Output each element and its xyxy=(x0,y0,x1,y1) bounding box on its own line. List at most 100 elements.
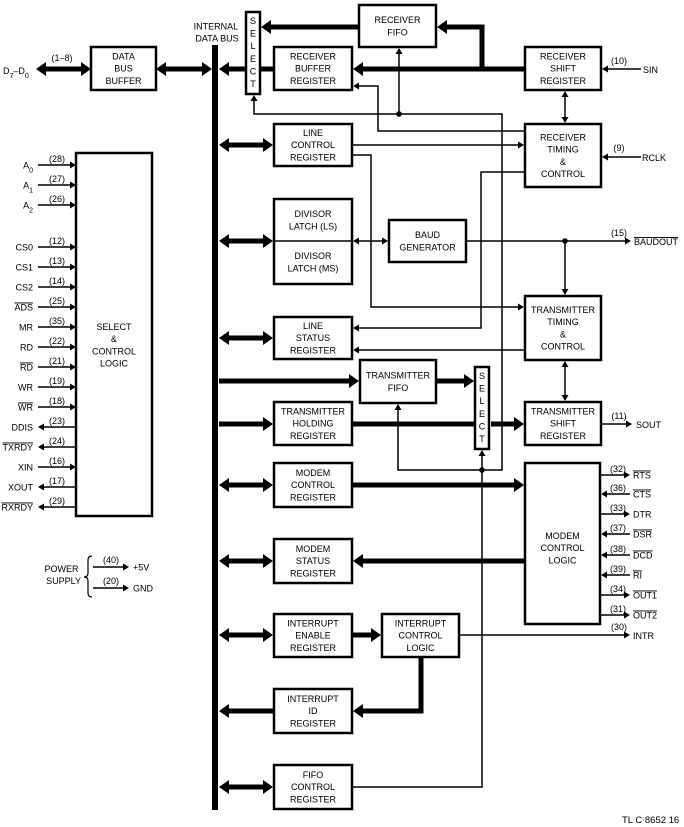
signal-name: A xyxy=(23,201,29,211)
label-line: BAUD xyxy=(415,230,441,240)
arrowhead-icon xyxy=(624,471,630,479)
arrowhead-icon xyxy=(70,403,76,411)
arrowhead-icon xyxy=(353,82,359,90)
left-pin-name: ADS xyxy=(14,303,33,313)
arrowhead-icon xyxy=(263,417,273,431)
rtc-to-lsr-line-line xyxy=(358,171,525,329)
arrowhead-icon xyxy=(518,141,524,149)
left-pin-name: XIN xyxy=(18,463,33,473)
transmitter-select-mux-letter: L xyxy=(479,396,484,406)
receiver-timing-control-block xyxy=(523,122,603,189)
arrowhead-icon xyxy=(219,628,229,642)
modem-pin-number: (39) xyxy=(610,564,626,574)
receiver-buffer-register-block xyxy=(272,45,354,92)
arrowhead-icon xyxy=(261,20,271,34)
signal-name: XOUT xyxy=(8,483,34,493)
arrowhead-icon xyxy=(70,201,76,209)
sout-pin-number: (11) xyxy=(611,411,626,421)
arrowhead-icon xyxy=(263,628,273,642)
signal-name: DSR xyxy=(633,530,653,540)
left-pin-line xyxy=(38,443,76,451)
left-pin-number: (12) xyxy=(49,236,65,246)
label-line: TIMING xyxy=(547,317,579,327)
rsr-rtc-line xyxy=(561,91,569,123)
left-pin-line xyxy=(38,243,76,251)
buffer-to-bus-arrow xyxy=(156,62,212,76)
figure-id: TL C 8652 16 xyxy=(622,815,679,826)
sout-line xyxy=(601,420,632,428)
interrupt-control-logic-block xyxy=(380,612,461,659)
transmitter-select-mux-letter: C xyxy=(479,421,486,431)
label-line: CONTROL xyxy=(291,782,335,792)
arrowhead-icon xyxy=(219,478,229,492)
left-pin-number: (14) xyxy=(49,276,65,286)
arrowhead-icon xyxy=(437,20,447,34)
label-line: CONTROL xyxy=(541,342,585,352)
tx-select-to-tsr-arrow xyxy=(491,417,524,431)
arrowhead-icon xyxy=(219,138,229,152)
transmitter-select-mux-letter: S xyxy=(479,371,485,381)
label-line: RECEIVER xyxy=(374,15,421,25)
rclk-line xyxy=(602,153,641,161)
label-line: REGISTER xyxy=(290,346,337,356)
arrowhead-icon xyxy=(518,303,524,311)
label-line: REGISTER xyxy=(540,76,587,86)
arrowhead-icon xyxy=(478,450,486,456)
arrowhead-icon xyxy=(38,503,44,511)
arrowhead-icon xyxy=(123,584,129,592)
arrowhead-icon xyxy=(70,161,76,169)
signal-name: WR xyxy=(18,383,33,393)
arrowhead-icon xyxy=(601,530,607,538)
label-line: SELECT xyxy=(96,322,132,332)
arrowhead-icon xyxy=(263,478,273,492)
receiver-select-mux-letter: S xyxy=(250,16,256,26)
receiver-select-mux-letter: C xyxy=(250,66,257,76)
signal-name: SIN xyxy=(643,65,658,75)
modem-pin-number: (36) xyxy=(610,483,626,493)
transmitter-select-mux xyxy=(473,365,491,451)
bus-msr-arrow xyxy=(219,554,273,568)
receiver-select-mux-letter: L xyxy=(250,41,255,51)
label-line: BUS xyxy=(114,64,133,74)
lcr-to-ttc-line xyxy=(352,154,524,311)
transmitter-select-mux-letter: T xyxy=(479,434,485,444)
label-line: BUFFER xyxy=(106,76,143,86)
label-line: LOGIC xyxy=(100,359,129,369)
left-pin-name: MR xyxy=(19,323,33,333)
label-line: DATA BUS xyxy=(195,34,238,44)
fcr-to-tx-select-line-line xyxy=(352,455,483,788)
arrowhead-icon xyxy=(626,420,632,428)
label-line: MODEM xyxy=(296,468,331,478)
signal-name: DTR xyxy=(633,510,652,520)
sin-pin-number: (10) xyxy=(611,56,627,66)
connection-layer xyxy=(36,20,641,794)
signal-name: CS1 xyxy=(15,263,33,273)
left-pin-line xyxy=(38,423,76,431)
modem-pin-name: RI xyxy=(633,571,642,581)
label-line: INTERNAL xyxy=(194,22,239,32)
lcr-to-rtc-line xyxy=(352,141,524,149)
arrowhead-icon xyxy=(624,510,630,518)
modem-pin-name: OUT2 xyxy=(633,611,657,621)
label-line: HOLDING xyxy=(292,419,333,429)
arrowhead-icon xyxy=(123,563,129,571)
label-line: TIMING xyxy=(547,145,579,155)
label-line: BUFFER xyxy=(295,64,332,74)
arrowhead-icon xyxy=(38,483,44,491)
arrowhead-icon xyxy=(624,631,630,639)
left-pin-line xyxy=(38,483,76,491)
arrowhead-icon xyxy=(353,62,363,76)
label-line: LATCH (LS) xyxy=(289,221,337,231)
sout-pin-name: SOUT xyxy=(636,420,662,430)
internal-data-bus xyxy=(212,45,218,810)
signal-name: CS0 xyxy=(15,243,33,253)
arrowhead-icon xyxy=(602,65,608,73)
left-pin-line xyxy=(38,503,76,511)
ier-to-interrupt-logic-arrow xyxy=(353,628,381,642)
label-line: MODEM xyxy=(296,544,331,554)
label-line: STATUS xyxy=(296,333,330,343)
signal-name: RCLK xyxy=(642,153,666,163)
